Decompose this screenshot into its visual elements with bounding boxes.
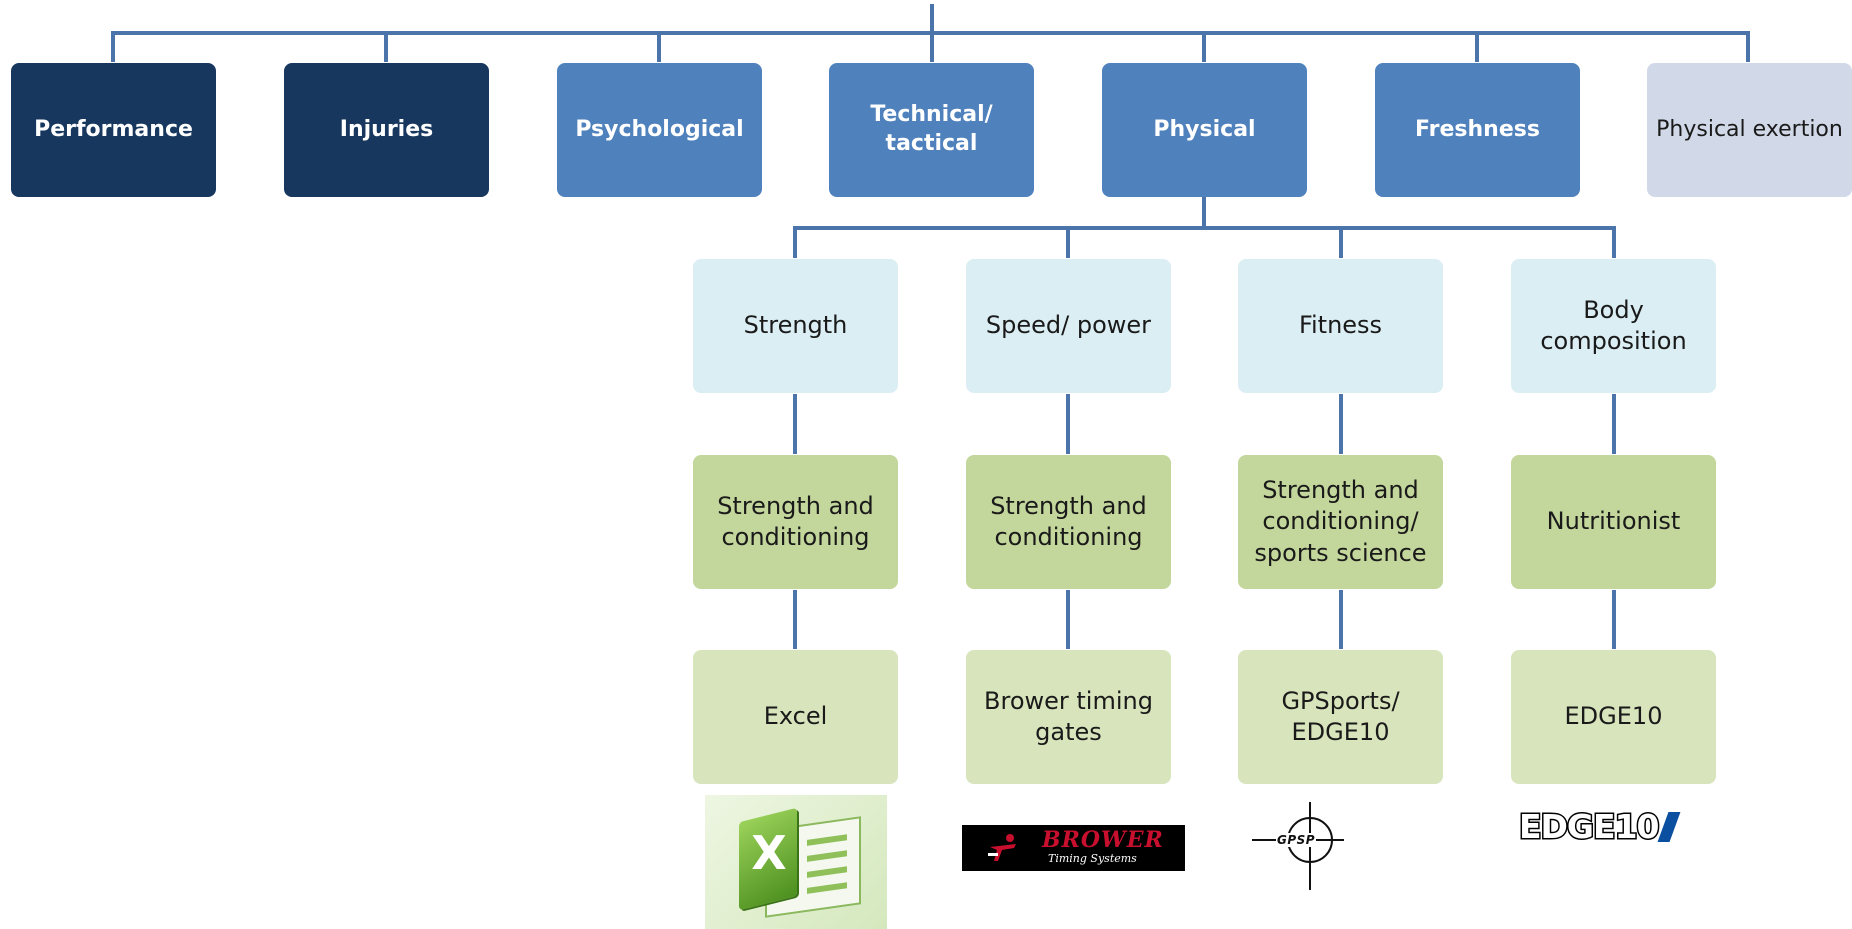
node-physical-exertion: Physical exertion bbox=[1647, 63, 1852, 197]
node-label: Excel bbox=[763, 702, 828, 731]
provider-sports-science: Strength and conditioning/ sports scienc… bbox=[1238, 455, 1443, 589]
node-label: Fitness bbox=[1298, 311, 1383, 340]
node-label: Freshness bbox=[1415, 116, 1540, 142]
node-label: Physical exertion bbox=[1656, 116, 1843, 142]
provider-strength-conditioning: Strength and conditioning bbox=[693, 455, 898, 589]
runner-icon bbox=[988, 834, 1016, 861]
excel-logo: X bbox=[705, 795, 887, 929]
tool-gpsports-edge10: GPSports/ EDGE10 bbox=[1238, 650, 1443, 784]
gpsports-wordmark: GPSP bbox=[1276, 833, 1317, 847]
excel-x-glyph: X bbox=[751, 826, 787, 880]
node-label: Injuries bbox=[339, 116, 434, 142]
node-freshness: Freshness bbox=[1375, 63, 1580, 197]
node-performance: Performance bbox=[11, 63, 216, 197]
gpsports-logo: GPSP bbox=[1248, 800, 1348, 892]
attribute-fitness: Fitness bbox=[1238, 259, 1443, 393]
node-label: Strength and conditioning/ sports scienc… bbox=[1254, 476, 1427, 567]
brower-tagline: Timing Systems bbox=[1048, 852, 1137, 865]
node-label: Psychological bbox=[575, 116, 744, 142]
node-label: Brower timing gates bbox=[984, 686, 1153, 746]
brower-wordmark: BROWER bbox=[1042, 827, 1164, 853]
brower-logo: BROWER Timing Systems bbox=[962, 825, 1185, 871]
tool-edge10: EDGE10 bbox=[1511, 650, 1716, 784]
node-label: GPSports/ EDGE10 bbox=[1281, 686, 1400, 746]
node-label: Strength and conditioning bbox=[990, 491, 1147, 551]
node-psychological: Psychological bbox=[557, 63, 762, 197]
provider-strength-conditioning: Strength and conditioning bbox=[966, 455, 1171, 589]
attribute-strength: Strength bbox=[693, 259, 898, 393]
node-label: Strength bbox=[743, 311, 848, 340]
node-label: Nutritionist bbox=[1546, 507, 1681, 536]
attribute-body-composition: Body composition bbox=[1511, 259, 1716, 393]
node-technical-tactical: Technical/ tactical bbox=[829, 63, 1034, 197]
node-label: Performance bbox=[34, 116, 193, 142]
edge10-logo: EDGE10 bbox=[1518, 807, 1739, 846]
node-label: EDGE10 bbox=[1564, 702, 1663, 731]
attribute-speed-power: Speed/ power bbox=[966, 259, 1171, 393]
node-label: Speed/ power bbox=[985, 311, 1152, 340]
tool-excel: Excel bbox=[693, 650, 898, 784]
node-physical: Physical bbox=[1102, 63, 1307, 197]
edge10-wordmark: EDGE10 bbox=[1518, 807, 1661, 846]
node-label: Body composition bbox=[1540, 295, 1687, 355]
tool-brower-timing-gates: Brower timing gates bbox=[966, 650, 1171, 784]
slash-icon bbox=[1657, 812, 1680, 842]
node-label: Physical bbox=[1153, 116, 1256, 142]
node-label: Strength and conditioning bbox=[717, 491, 874, 551]
node-injuries: Injuries bbox=[284, 63, 489, 197]
provider-nutritionist: Nutritionist bbox=[1511, 455, 1716, 589]
node-label: Technical/ tactical bbox=[870, 102, 993, 156]
